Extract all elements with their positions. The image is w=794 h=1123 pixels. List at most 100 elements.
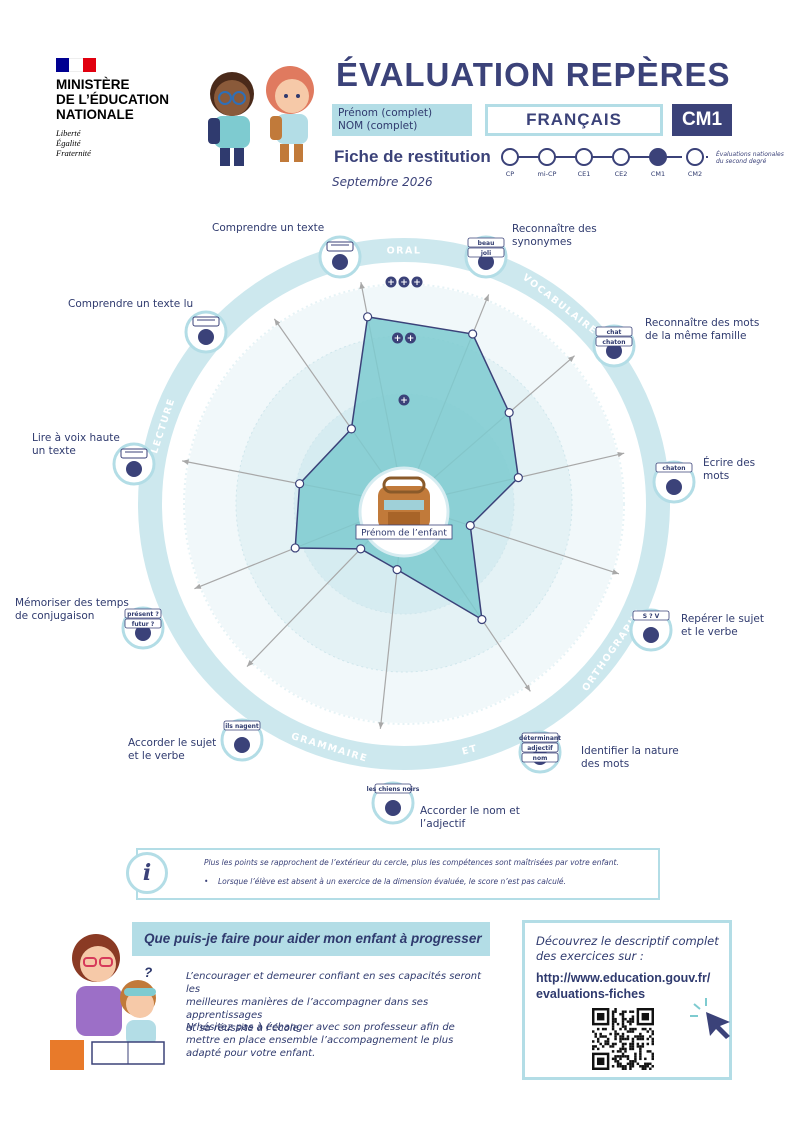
radar-axis-arrow (483, 294, 489, 302)
qr-cell (621, 1015, 625, 1018)
radar-axis-arrow (611, 569, 619, 575)
radar-point (465, 520, 475, 531)
qr-cell (604, 1042, 607, 1046)
qr-cell (624, 1037, 627, 1041)
qr-cell (611, 1010, 615, 1013)
qr-cell (631, 1020, 635, 1023)
qr-cell (606, 1042, 610, 1046)
radar-axis-arrow (194, 583, 202, 589)
qr-cell (636, 1037, 640, 1041)
qr-cell (636, 1042, 640, 1046)
skill-label-synonymes: Reconnaître des synonymes (512, 223, 597, 248)
head-gear-icon (666, 479, 682, 495)
qr-cell (624, 1067, 627, 1070)
qr-cell (629, 1027, 632, 1031)
level-marker-sign: + (413, 278, 421, 288)
icon-word: présent ? (127, 611, 159, 618)
qr-cell (621, 1025, 625, 1028)
last-name-label: NOM (complet) (338, 120, 418, 132)
qr-cell (646, 1050, 650, 1053)
qr-code[interactable] (592, 1008, 654, 1070)
qr-cell (651, 1052, 654, 1056)
qr-cell (619, 1047, 622, 1051)
icon-word-box (124, 608, 162, 619)
qr-cell (629, 1020, 632, 1023)
qr-cell (626, 1020, 630, 1023)
qr-cell (609, 1032, 612, 1036)
qr-cell (616, 1055, 620, 1058)
radar-axis-arrow (567, 355, 575, 363)
head-gear-icon (332, 254, 348, 270)
timeline-step-dot (649, 148, 667, 166)
qr-cell (644, 1057, 647, 1061)
qr-cell (651, 1030, 654, 1033)
icon-word: ils nagent (225, 723, 259, 730)
center-label-box (355, 524, 453, 540)
level-marker (405, 332, 416, 344)
student-name-box[interactable]: Prénom (complet) NOM (complet) (332, 104, 472, 136)
subject-label: FRANÇAIS (485, 104, 663, 136)
qr-cell (651, 1055, 654, 1058)
qr-cell (621, 1052, 625, 1056)
qr-cell (634, 1055, 637, 1058)
qr-cell (614, 1057, 617, 1061)
qr-cell (621, 1012, 625, 1016)
icon-word: chaton (662, 465, 685, 472)
qr-cell (629, 1022, 632, 1026)
info-line-2: • Lorsque l’élève est absent à un exerci… (204, 877, 566, 886)
advice-paragraph-2: N’hésitez pas à échanger avec son profes… (186, 1022, 455, 1059)
timeline-step-label: mi-CP (538, 170, 557, 178)
qr-cell (599, 1035, 602, 1038)
icon-word: chat (607, 329, 622, 336)
icon-word-box (223, 720, 261, 731)
qr-cell (614, 1055, 617, 1058)
head-gear-icon (385, 800, 401, 816)
qr-cell (629, 1030, 632, 1033)
head-gear-icon (643, 627, 659, 643)
qr-cell (631, 1037, 635, 1041)
resources-link[interactable]: http://www.education.gouv.fr/ evaluation… (536, 971, 711, 1001)
qr-cell (639, 1035, 642, 1038)
qr-cell (634, 1035, 637, 1038)
timeline-step-dot (501, 148, 519, 166)
qr-cell (592, 1040, 595, 1043)
level-marker (392, 332, 403, 344)
qr-cell (594, 1035, 597, 1038)
qr-cell (639, 1052, 642, 1056)
qr-cell (614, 1010, 617, 1013)
icon-word: chaton (602, 339, 625, 346)
level-badge: CM1 (672, 104, 732, 136)
qr-cell (611, 1012, 615, 1016)
qr-cell (646, 1065, 650, 1068)
head-gear-icon (198, 329, 214, 345)
qr-cell (621, 1067, 625, 1070)
qr-cell (646, 1062, 650, 1066)
radar-point (290, 543, 300, 553)
radar-point (468, 329, 478, 339)
radar-points (290, 312, 523, 625)
skill-label-nom-adjectif: Accorder le nom et l’adjectif (420, 805, 520, 830)
qr-cell (649, 1027, 652, 1031)
qr-cell (596, 1027, 600, 1031)
radar-point (477, 614, 487, 625)
qr-cell (631, 1010, 635, 1013)
qr-cell (604, 1040, 607, 1043)
info-icon: i (126, 852, 168, 894)
qr-cell (621, 1042, 625, 1046)
center-label: Prénom de l’enfant (361, 528, 447, 539)
resources-intro: Découvrez le descriptif complet des exer… (536, 934, 719, 963)
icon-word: joli (480, 250, 491, 257)
qr-cell (611, 1065, 615, 1068)
qr-cell (616, 1022, 620, 1026)
domain-label: ORAL (387, 246, 422, 257)
qr-finder-core (641, 1012, 650, 1021)
qr-cell (639, 1047, 642, 1051)
qr-cell (592, 1030, 595, 1033)
qr-cell (639, 1045, 642, 1048)
qr-cell (624, 1010, 627, 1013)
qr-cell (594, 1032, 597, 1036)
qr-cell (624, 1055, 627, 1058)
qr-cell (592, 1047, 595, 1051)
qr-cell (634, 1052, 637, 1056)
timeline-step-label: CP (506, 170, 515, 178)
